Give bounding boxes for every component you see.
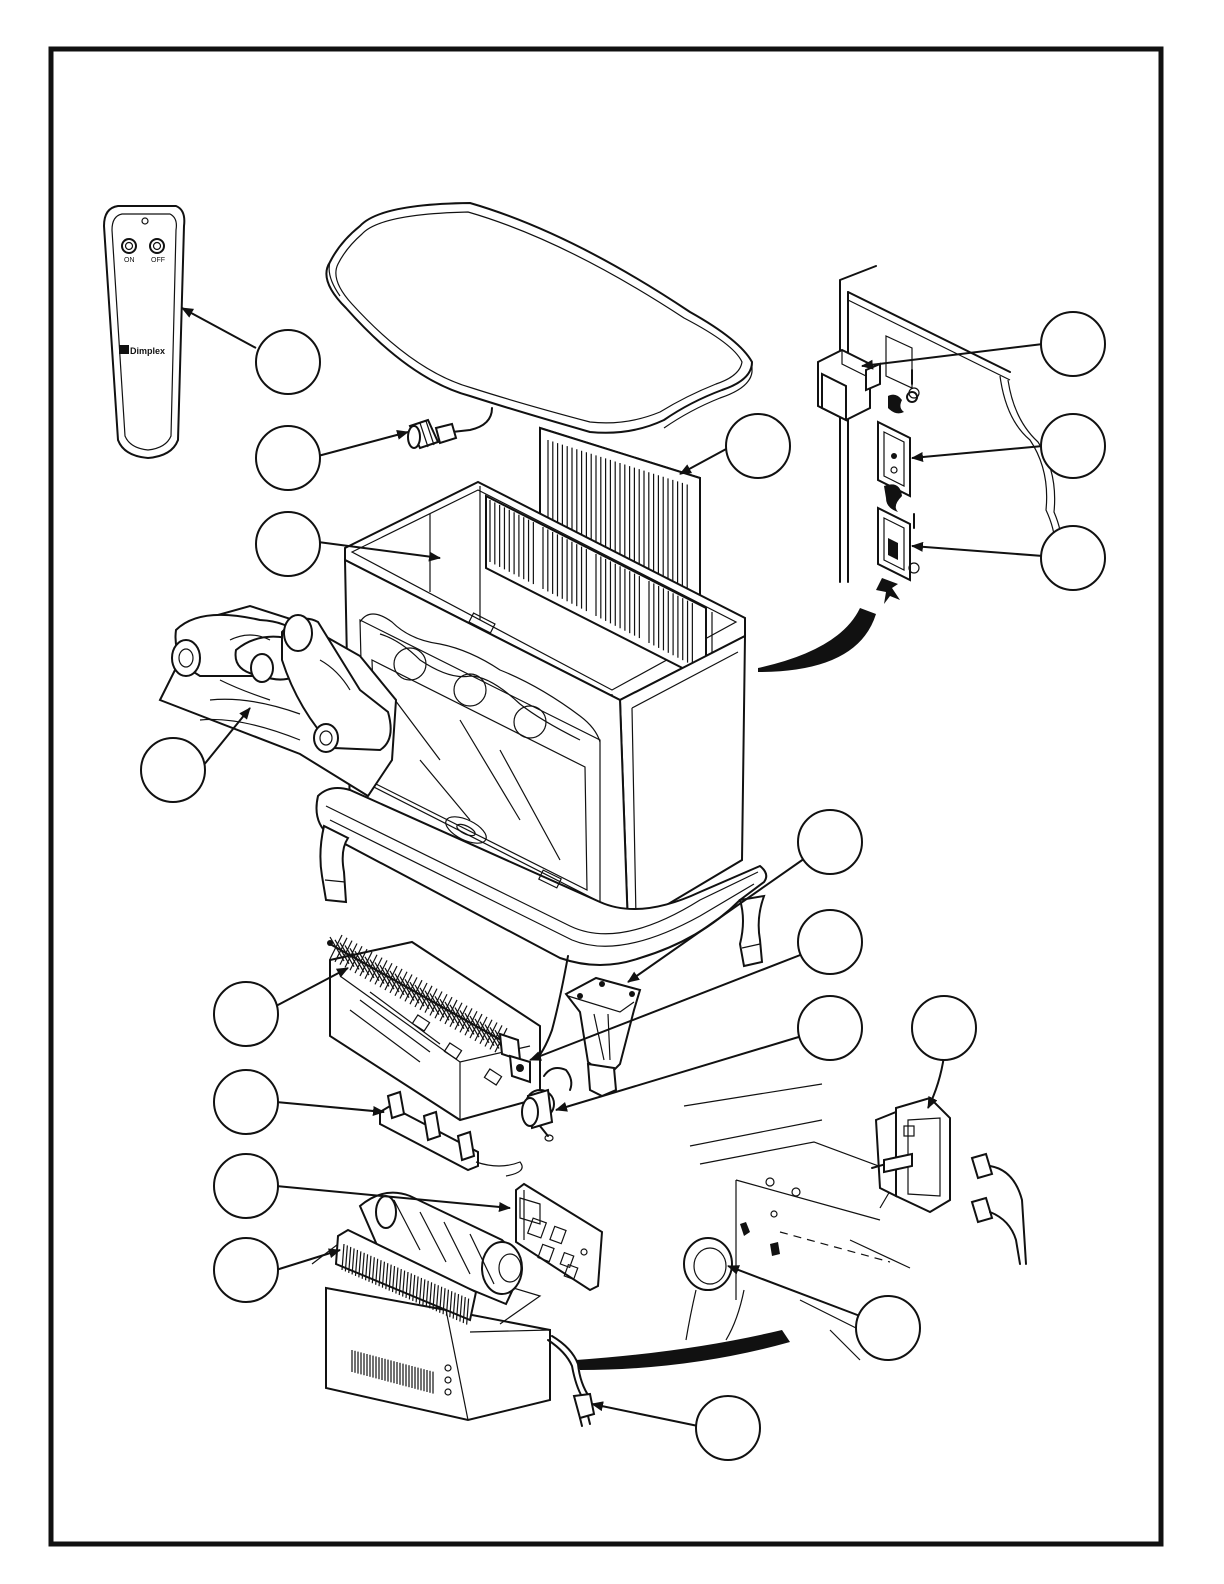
- callout-flame-switch: [1041, 414, 1105, 478]
- callout-control-knob: [856, 1296, 920, 1360]
- callout-power-cord: [696, 1396, 760, 1460]
- heater-fan-part: [312, 1193, 550, 1420]
- power-cord-part: [548, 1336, 594, 1426]
- callout-flicker-motor: [798, 996, 862, 1060]
- callout-flicker-rod-assembly: [214, 982, 278, 1046]
- top-cover: [326, 203, 752, 433]
- callout-light-socket-bracket: [214, 1070, 278, 1134]
- control-knob-part: [684, 1238, 744, 1340]
- thermostat-part: [872, 1098, 1026, 1264]
- flame-switch-icon: [878, 422, 910, 512]
- callout-control-board: [214, 1154, 278, 1218]
- curved-arrow-upper: [758, 608, 876, 672]
- heater-switch-icon: [876, 508, 919, 604]
- flicker-tray: [327, 935, 540, 1120]
- off-button[interactable]: [150, 239, 164, 253]
- callout-wire-connector: [798, 910, 862, 974]
- callout-remote-control: [256, 330, 320, 394]
- control-board-part: [516, 1184, 602, 1290]
- callout-stove-body: [256, 512, 320, 576]
- callout-stove-leg: [798, 810, 862, 874]
- on-button[interactable]: [122, 239, 136, 253]
- callout-rear-louver-panel: [726, 414, 790, 478]
- callout-heater-switch: [1041, 526, 1105, 590]
- switch-panel: [758, 266, 1062, 672]
- on-label: ON: [124, 257, 135, 264]
- brand-label: Dimplex: [130, 346, 165, 356]
- callout-log-set: [141, 738, 205, 802]
- off-label: OFF: [151, 257, 165, 264]
- callout-power-cord-connector: [256, 426, 320, 490]
- power-cord-connector: [408, 420, 456, 448]
- brand-logo-icon: [119, 345, 129, 354]
- callout-power-switch: [1041, 312, 1105, 376]
- remote-control: ON OFF Dimplex: [104, 206, 184, 458]
- curved-arrow-lower: [576, 1330, 790, 1370]
- stove-leg-part: [566, 978, 640, 1096]
- callout-thermostat-rheostat: [912, 996, 976, 1060]
- callout-heater-fan-assembly: [214, 1238, 278, 1302]
